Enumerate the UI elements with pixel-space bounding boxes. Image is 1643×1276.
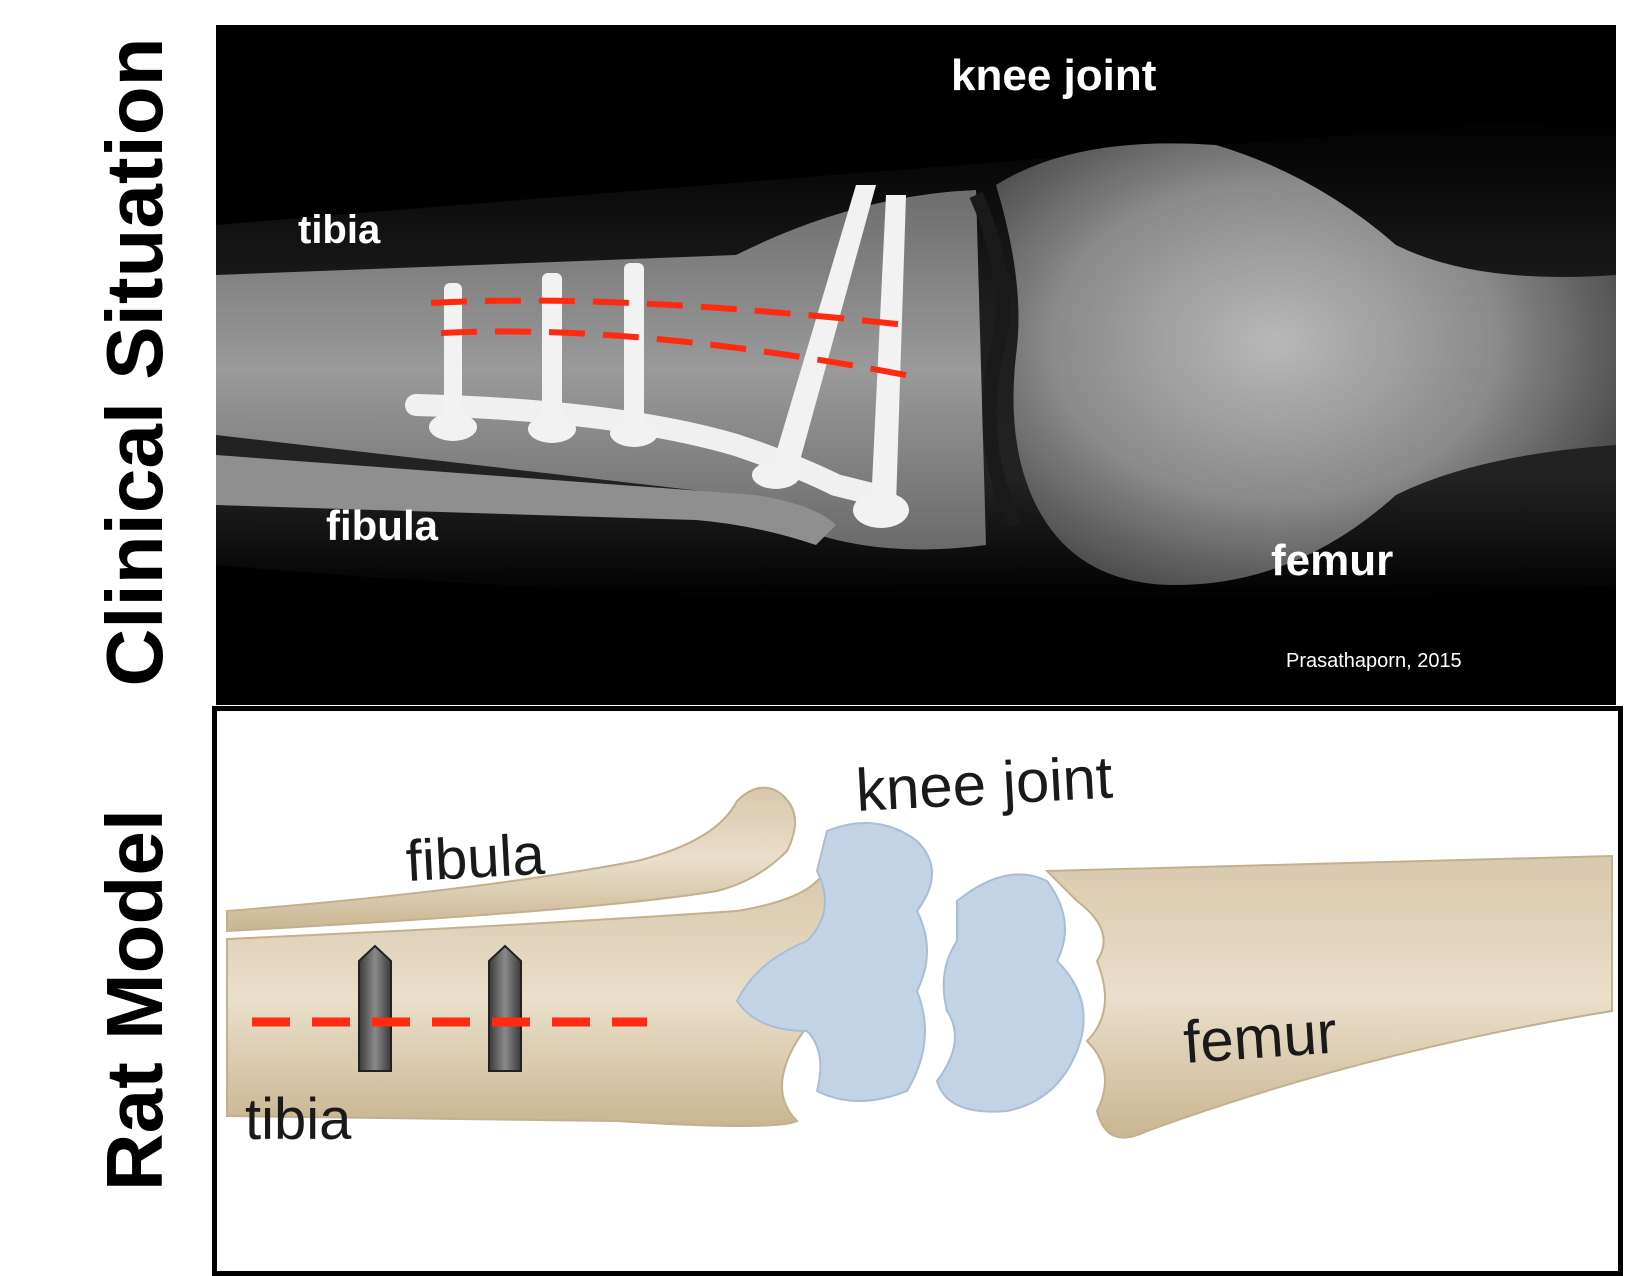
rat-cartilage-femoral	[937, 874, 1084, 1111]
xray-label-knee-joint: knee joint	[951, 51, 1157, 100]
clinical-xray-panel: knee joint tibia fibula femur Prasathapo…	[216, 25, 1616, 705]
rat-label-knee-joint: knee joint	[854, 744, 1114, 824]
xray-screw-head-5	[853, 492, 909, 528]
rat-label-tibia: tibia	[245, 1087, 352, 1152]
xray-screw-head-4	[752, 461, 800, 489]
rat-label-femur: femur	[1181, 998, 1339, 1076]
rat-model-illustration: knee joint fibula tibia femur	[217, 711, 1618, 1271]
image-credit: Prasathaporn, 2015	[1286, 650, 1462, 672]
rat-label-fibula: fibula	[404, 822, 547, 894]
rat-screw-2	[489, 946, 521, 1071]
rat-model-label: Rat Model	[89, 809, 181, 1191]
xray-screw-head-1	[429, 413, 477, 441]
xray-screw-head-3	[610, 419, 658, 447]
xray-screw-2	[542, 273, 562, 423]
rat-screw-1	[359, 946, 391, 1071]
xray-screw-head-2	[528, 415, 576, 443]
rat-model-panel: knee joint fibula tibia femur	[212, 706, 1623, 1276]
clinical-situation-label: Clinical Situation	[89, 38, 181, 687]
xray-label-tibia: tibia	[298, 208, 381, 252]
xray-image: knee joint tibia fibula femur Prasathapo…	[216, 25, 1616, 705]
xray-screw-3	[624, 263, 644, 428]
xray-label-femur: femur	[1271, 536, 1393, 585]
rat-femur-bone	[1047, 856, 1612, 1138]
xray-label-fibula: fibula	[326, 502, 439, 549]
